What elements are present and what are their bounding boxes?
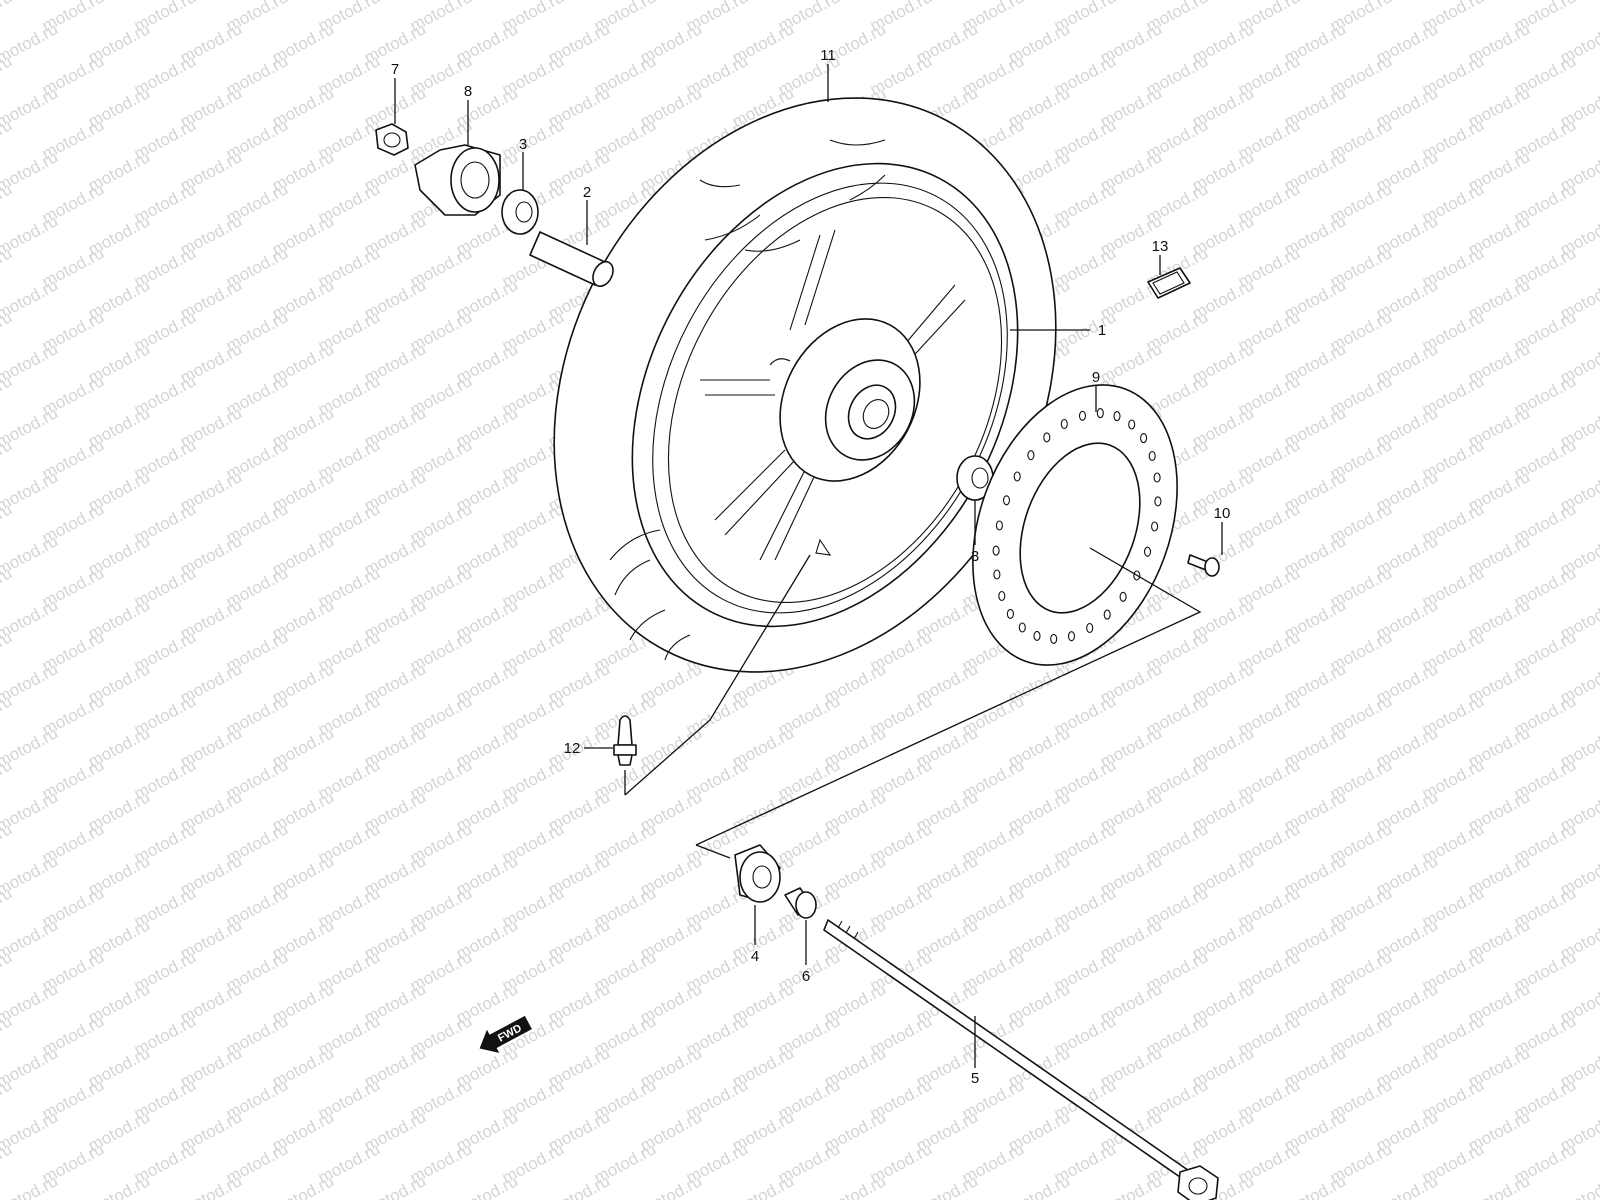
watermark-text: motod.ru xyxy=(0,1171,61,1200)
watermark-text: motod.ru xyxy=(1097,1171,1165,1200)
callout-1: 1 xyxy=(1098,322,1106,339)
watermark-text: motod.ru xyxy=(1465,1171,1533,1200)
watermark-text: motod.ru xyxy=(0,0,15,36)
callout-9: 9 xyxy=(1092,369,1100,386)
callout-4: 4 xyxy=(751,948,759,965)
watermark-text: motod.ru xyxy=(637,1171,705,1200)
callout-13: 13 xyxy=(1152,238,1169,255)
watermark-text: motod.ru xyxy=(729,1171,797,1200)
callout-5: 5 xyxy=(971,1070,979,1087)
callout-2: 2 xyxy=(583,184,591,201)
callout-6: 6 xyxy=(802,968,810,985)
watermark-text: motod.ru xyxy=(1557,1171,1600,1200)
callout-8: 8 xyxy=(464,83,472,100)
bearing-lower xyxy=(734,844,781,903)
callout-11: 11 xyxy=(820,47,836,64)
callout-3-lower: 3 xyxy=(971,548,979,565)
watermark-text: motod.ru xyxy=(361,1171,429,1200)
watermark-text: motod.ru xyxy=(1005,1171,1073,1200)
watermark-text: motod.ru xyxy=(821,1171,889,1200)
callout-7: 7 xyxy=(391,61,399,78)
watermark-text: motod.ru xyxy=(1281,1171,1349,1200)
watermark-text: motod.ru xyxy=(177,1171,245,1200)
watermark-text: motod.ru xyxy=(545,1171,613,1200)
watermark-text: motod.ru xyxy=(269,1171,337,1200)
callout-12: 12 xyxy=(564,740,581,757)
callout-10: 10 xyxy=(1214,505,1231,522)
axle-nut xyxy=(375,123,409,156)
callout-3-upper: 3 xyxy=(519,136,527,153)
watermark-text: motod.ru xyxy=(913,1171,981,1200)
watermark-text: motod.ru xyxy=(85,1171,153,1200)
bearing-left xyxy=(501,189,539,235)
watermark-text: motod.ru xyxy=(1373,1171,1441,1200)
watermark-text: motod.ru xyxy=(453,1171,521,1200)
